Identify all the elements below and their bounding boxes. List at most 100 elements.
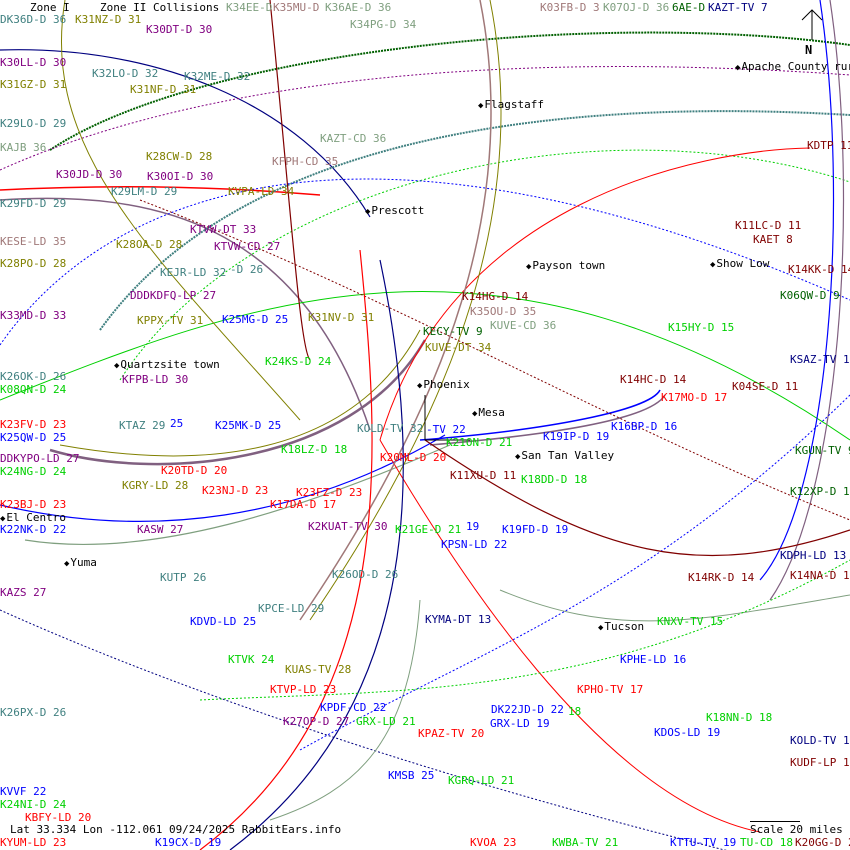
station-label[interactable]: KPCE-LD 29 (258, 602, 325, 615)
station-label[interactable]: K28OA-D 28 (116, 238, 183, 251)
station-label[interactable]: -D 26 (230, 263, 264, 276)
station-label[interactable]: KTTU-TV 19 (670, 836, 737, 849)
station-label[interactable]: DK22JD-D 22 (491, 703, 564, 716)
station-label[interactable]: K29LM-D 29 (111, 185, 178, 198)
station-label[interactable]: KASW 27 (137, 523, 184, 536)
station-label[interactable]: K08QN-D 24 (0, 383, 67, 396)
station-label[interactable]: KPSN-LD 22 (441, 538, 508, 551)
station-label[interactable]: KTVW-CD 27 (214, 240, 281, 253)
station-label[interactable]: K30DT-D 30 (146, 23, 213, 36)
station-label[interactable]: K31GZ-D 31 (0, 78, 67, 91)
station-label[interactable]: 18 (568, 705, 582, 718)
station-label[interactable]: TU-CD 18 (740, 836, 793, 849)
station-label[interactable]: K25QW-D 25 (0, 431, 67, 444)
station-label[interactable]: GRX-LD 19 (490, 717, 550, 730)
station-label[interactable]: KAZT-CD 36 (320, 132, 387, 145)
station-label[interactable]: K23FZ-D 23 (296, 486, 363, 499)
station-label[interactable]: K30OI-D 30 (147, 170, 214, 183)
station-label[interactable]: K26OK-D 26 (0, 370, 67, 383)
station-label[interactable]: KAZT-TV 7 (708, 1, 768, 14)
station-label[interactable]: KSAZ-TV 10 (790, 353, 850, 366)
station-label[interactable]: K34EE-D (226, 1, 273, 14)
station-label[interactable]: K28CW-D 28 (146, 150, 213, 163)
station-label[interactable]: K34PG-D 34 (350, 18, 417, 31)
station-label[interactable]: KOLD-TV 32 (357, 422, 424, 435)
station-label[interactable]: K14RK-D 14 (688, 571, 755, 584)
station-label[interactable]: K21GE-D 21 (395, 523, 462, 536)
station-label[interactable]: K26OD-D 26 (332, 568, 399, 581)
station-label[interactable]: KYUM-LD 23 (0, 836, 67, 849)
station-label[interactable]: KNXV-TV 15 (657, 615, 724, 628)
station-label[interactable]: KVVF 22 (0, 785, 47, 798)
station-label[interactable]: K12XP-D 12 (790, 485, 850, 498)
station-label[interactable]: K31NF-D 31 (130, 83, 197, 96)
station-label[interactable]: KTAZ 29 (119, 419, 166, 432)
station-label[interactable]: K19FD-D 19 (502, 523, 569, 536)
station-label[interactable]: K14NA-D 14 (790, 569, 850, 582)
station-label[interactable]: K29FD-D 29 (0, 197, 67, 210)
station-label[interactable]: KAET 8 (753, 233, 793, 246)
station-label[interactable]: KUTP 26 (160, 571, 207, 584)
station-label[interactable]: KFPH-CD 35 (272, 155, 339, 168)
station-label[interactable]: DDDKDFQ-LP 27 (130, 289, 217, 302)
station-label[interactable]: K33MD-D 33 (0, 309, 67, 322)
station-label[interactable]: KBFY-LD 20 (25, 811, 92, 824)
station-label[interactable]: KTVW-DT 33 (190, 223, 257, 236)
station-label[interactable]: KFPB-LD 30 (122, 373, 189, 386)
station-label[interactable]: K35MU-D (273, 1, 320, 14)
station-label[interactable]: K19IP-D 19 (543, 430, 610, 443)
station-label[interactable]: KPHO-TV 17 (577, 683, 644, 696)
station-label[interactable]: K11XU-D 11 (450, 469, 517, 482)
station-label[interactable]: K31NV-D 31 (308, 311, 375, 324)
station-label[interactable]: K18LZ-D 18 (281, 443, 348, 456)
station-label[interactable]: K29LO-D 29 (0, 117, 67, 130)
station-label[interactable]: K20ML-D 20 (380, 451, 447, 464)
station-label[interactable]: KGRQ-LD 21 (448, 774, 515, 787)
station-label[interactable]: K25MK-D 25 (215, 419, 282, 432)
station-label[interactable]: K14HG-D 14 (462, 290, 529, 303)
station-label[interactable]: GRX-LD 21 (356, 715, 416, 728)
station-label[interactable]: K28PO-D 28 (0, 257, 67, 270)
station-label[interactable]: K23FV-D 23 (0, 418, 67, 431)
station-label[interactable]: K23NJ-D 23 (202, 484, 269, 497)
station-label[interactable]: K15HY-D 15 (668, 321, 735, 334)
station-label[interactable]: KUDF-LP 14 (790, 756, 850, 769)
station-label[interactable]: KVPA-LD 34 (228, 185, 295, 198)
station-label[interactable]: -TV 22 (426, 423, 466, 436)
station-label[interactable]: 25 (170, 417, 184, 430)
station-label[interactable]: KDTP 11 (807, 139, 850, 152)
station-label[interactable]: DDKYPO-LD 27 (0, 452, 80, 465)
station-label[interactable]: KUVE-DT 34 (425, 341, 492, 354)
station-label[interactable]: K18DD-D 18 (521, 473, 588, 486)
station-label[interactable]: KDPH-LD 13 (780, 549, 847, 562)
station-label[interactable]: KUVE-CD 36 (490, 319, 557, 332)
station-label[interactable]: K22NK-D 22 (0, 523, 67, 536)
station-label[interactable]: KAJB 36 (0, 141, 47, 154)
station-label[interactable]: KVOA 23 (470, 836, 517, 849)
station-label[interactable]: K35OU-D 35 (470, 305, 537, 318)
station-label[interactable]: KTVP-LD 23 (270, 683, 337, 696)
station-label[interactable]: K21ON-D 21 (446, 436, 513, 449)
station-label[interactable]: K2KUAT-TV 30 (308, 520, 388, 533)
station-label[interactable]: 6AE-D (672, 1, 706, 14)
station-label[interactable]: K25MG-D 25 (222, 313, 289, 326)
station-label[interactable]: 19 (466, 520, 480, 533)
station-label[interactable]: KDVD-LD 25 (190, 615, 257, 628)
station-label[interactable]: KPPX-TV 31 (137, 314, 204, 327)
station-label[interactable]: K30JD-D 30 (56, 168, 123, 181)
station-label[interactable]: KECY-TV 9 (423, 325, 483, 338)
station-label[interactable]: K20GG-D 20 (795, 836, 850, 849)
station-label[interactable]: K07OJ-D 36 (603, 1, 670, 14)
station-label[interactable]: K32LO-D 32 (92, 67, 159, 80)
station-label[interactable]: KESE-LD 35 (0, 235, 67, 248)
station-label[interactable]: K06QW-D 9 (780, 289, 840, 302)
station-label[interactable]: K04SE-D 11 (732, 380, 799, 393)
station-label[interactable]: K18NN-D 18 (706, 711, 773, 724)
station-label[interactable]: K03FB-D 3 (540, 1, 600, 14)
station-label[interactable]: DK36D-D 36 (0, 13, 67, 26)
station-label[interactable]: K27OP-D 27 (283, 715, 350, 728)
station-label[interactable]: K11LC-D 11 (735, 219, 802, 232)
station-label[interactable]: K23BJ-D 23 (0, 498, 67, 511)
station-label[interactable]: K30LL-D 30 (0, 56, 67, 69)
station-label[interactable]: K24NI-D 24 (0, 798, 67, 811)
